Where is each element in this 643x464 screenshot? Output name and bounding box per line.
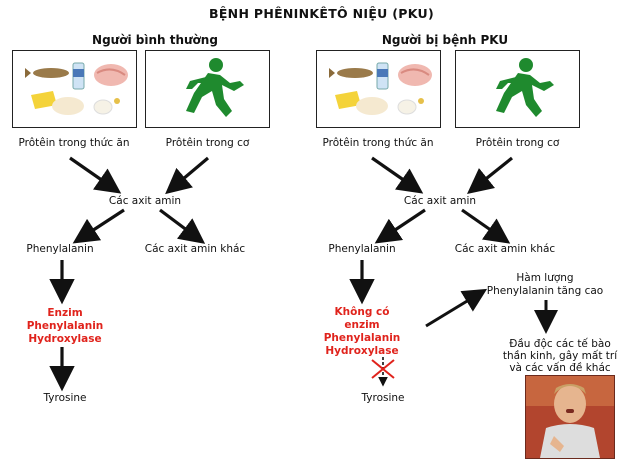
food-protein-label-normal: Prôtêin trong thức ăn: [18, 137, 130, 149]
arrow-amino-to-phe-pku: [374, 208, 426, 244]
tyrosine-pku: Tyrosine: [361, 392, 405, 404]
arrow-enzyme-to-level-pku: [425, 288, 488, 328]
muscle-box-normal: [145, 50, 270, 128]
level-line: Hàm lượng: [516, 272, 574, 284]
amino-acids-pku: Các axit amin: [403, 195, 477, 207]
level-line: Phenylalanin tăng cao: [486, 285, 604, 297]
food-icon: [329, 62, 432, 115]
effect-line: và các vấn đề khác: [509, 362, 611, 374]
arrow-amino-to-other-normal: [159, 208, 206, 244]
neuro-effect-label: Đầu độc các tế bào thần kinh, gây mất tr…: [480, 338, 640, 374]
running-person-icon: [186, 58, 244, 117]
running-person-icon: [496, 58, 554, 117]
heading-normal: Người bình thường: [92, 33, 218, 47]
other-amino-acids-pku: Các axit amin khác: [454, 243, 556, 255]
muscle-protein-label-normal: Prôtêin trong cơ: [165, 137, 250, 149]
food-protein-label-pku: Prôtêin trong thức ăn: [322, 137, 434, 149]
arrow-amino-to-other-pku: [461, 208, 511, 244]
phenylalanin-normal: Phenylalanin: [26, 243, 94, 255]
arrow-amino-to-phe-normal: [72, 208, 125, 244]
phenylalanin-pku: Phenylalanin: [328, 243, 396, 255]
heading-pku: Người bị bệnh PKU: [381, 33, 509, 47]
enzyme-label-normal: Enzim Phenylalanin Hydroxylase: [10, 307, 120, 346]
enzyme-line: enzim: [344, 319, 380, 331]
enzyme-line: Phenylalanin: [323, 332, 401, 344]
patient-photo: [525, 375, 615, 459]
effect-line: Đầu độc các tế bào: [509, 338, 611, 350]
food-box-normal: [12, 50, 137, 128]
arrow-muscle-to-amino-pku: [467, 156, 513, 194]
enzyme-line: Enzim: [47, 307, 83, 319]
enzyme-line: Hydroxylase: [28, 333, 102, 345]
effect-line: thần kinh, gây mất trí: [502, 350, 618, 362]
other-amino-acids-normal: Các axit amin khác: [144, 243, 246, 255]
muscle-protein-label-pku: Prôtêin trong cơ: [475, 137, 560, 149]
enzyme-line: Phenylalanin: [26, 320, 104, 332]
muscle-box-pku: [455, 50, 580, 128]
arrow-food-to-amino-normal: [69, 156, 122, 194]
food-icon: [25, 62, 128, 115]
enzyme-line: Hydroxylase: [325, 345, 399, 357]
no-enzyme-label-pku: Không có enzim Phenylalanin Hydroxylase: [312, 306, 412, 358]
diagram-title: BỆNH PHÊNINKÊTÔ NIỆU (PKU): [209, 6, 434, 21]
enzyme-line: Không có: [334, 306, 390, 318]
block-cross-icon: [371, 359, 395, 379]
tyrosine-normal: Tyrosine: [43, 392, 87, 404]
food-box-pku: [316, 50, 441, 128]
arrow-muscle-to-amino-normal: [165, 156, 210, 195]
high-phenylalanin-label: Hàm lượng Phenylalanin tăng cao: [470, 272, 620, 298]
arrow-food-to-amino-pku: [371, 156, 424, 194]
amino-acids-normal: Các axit amin: [108, 195, 182, 207]
